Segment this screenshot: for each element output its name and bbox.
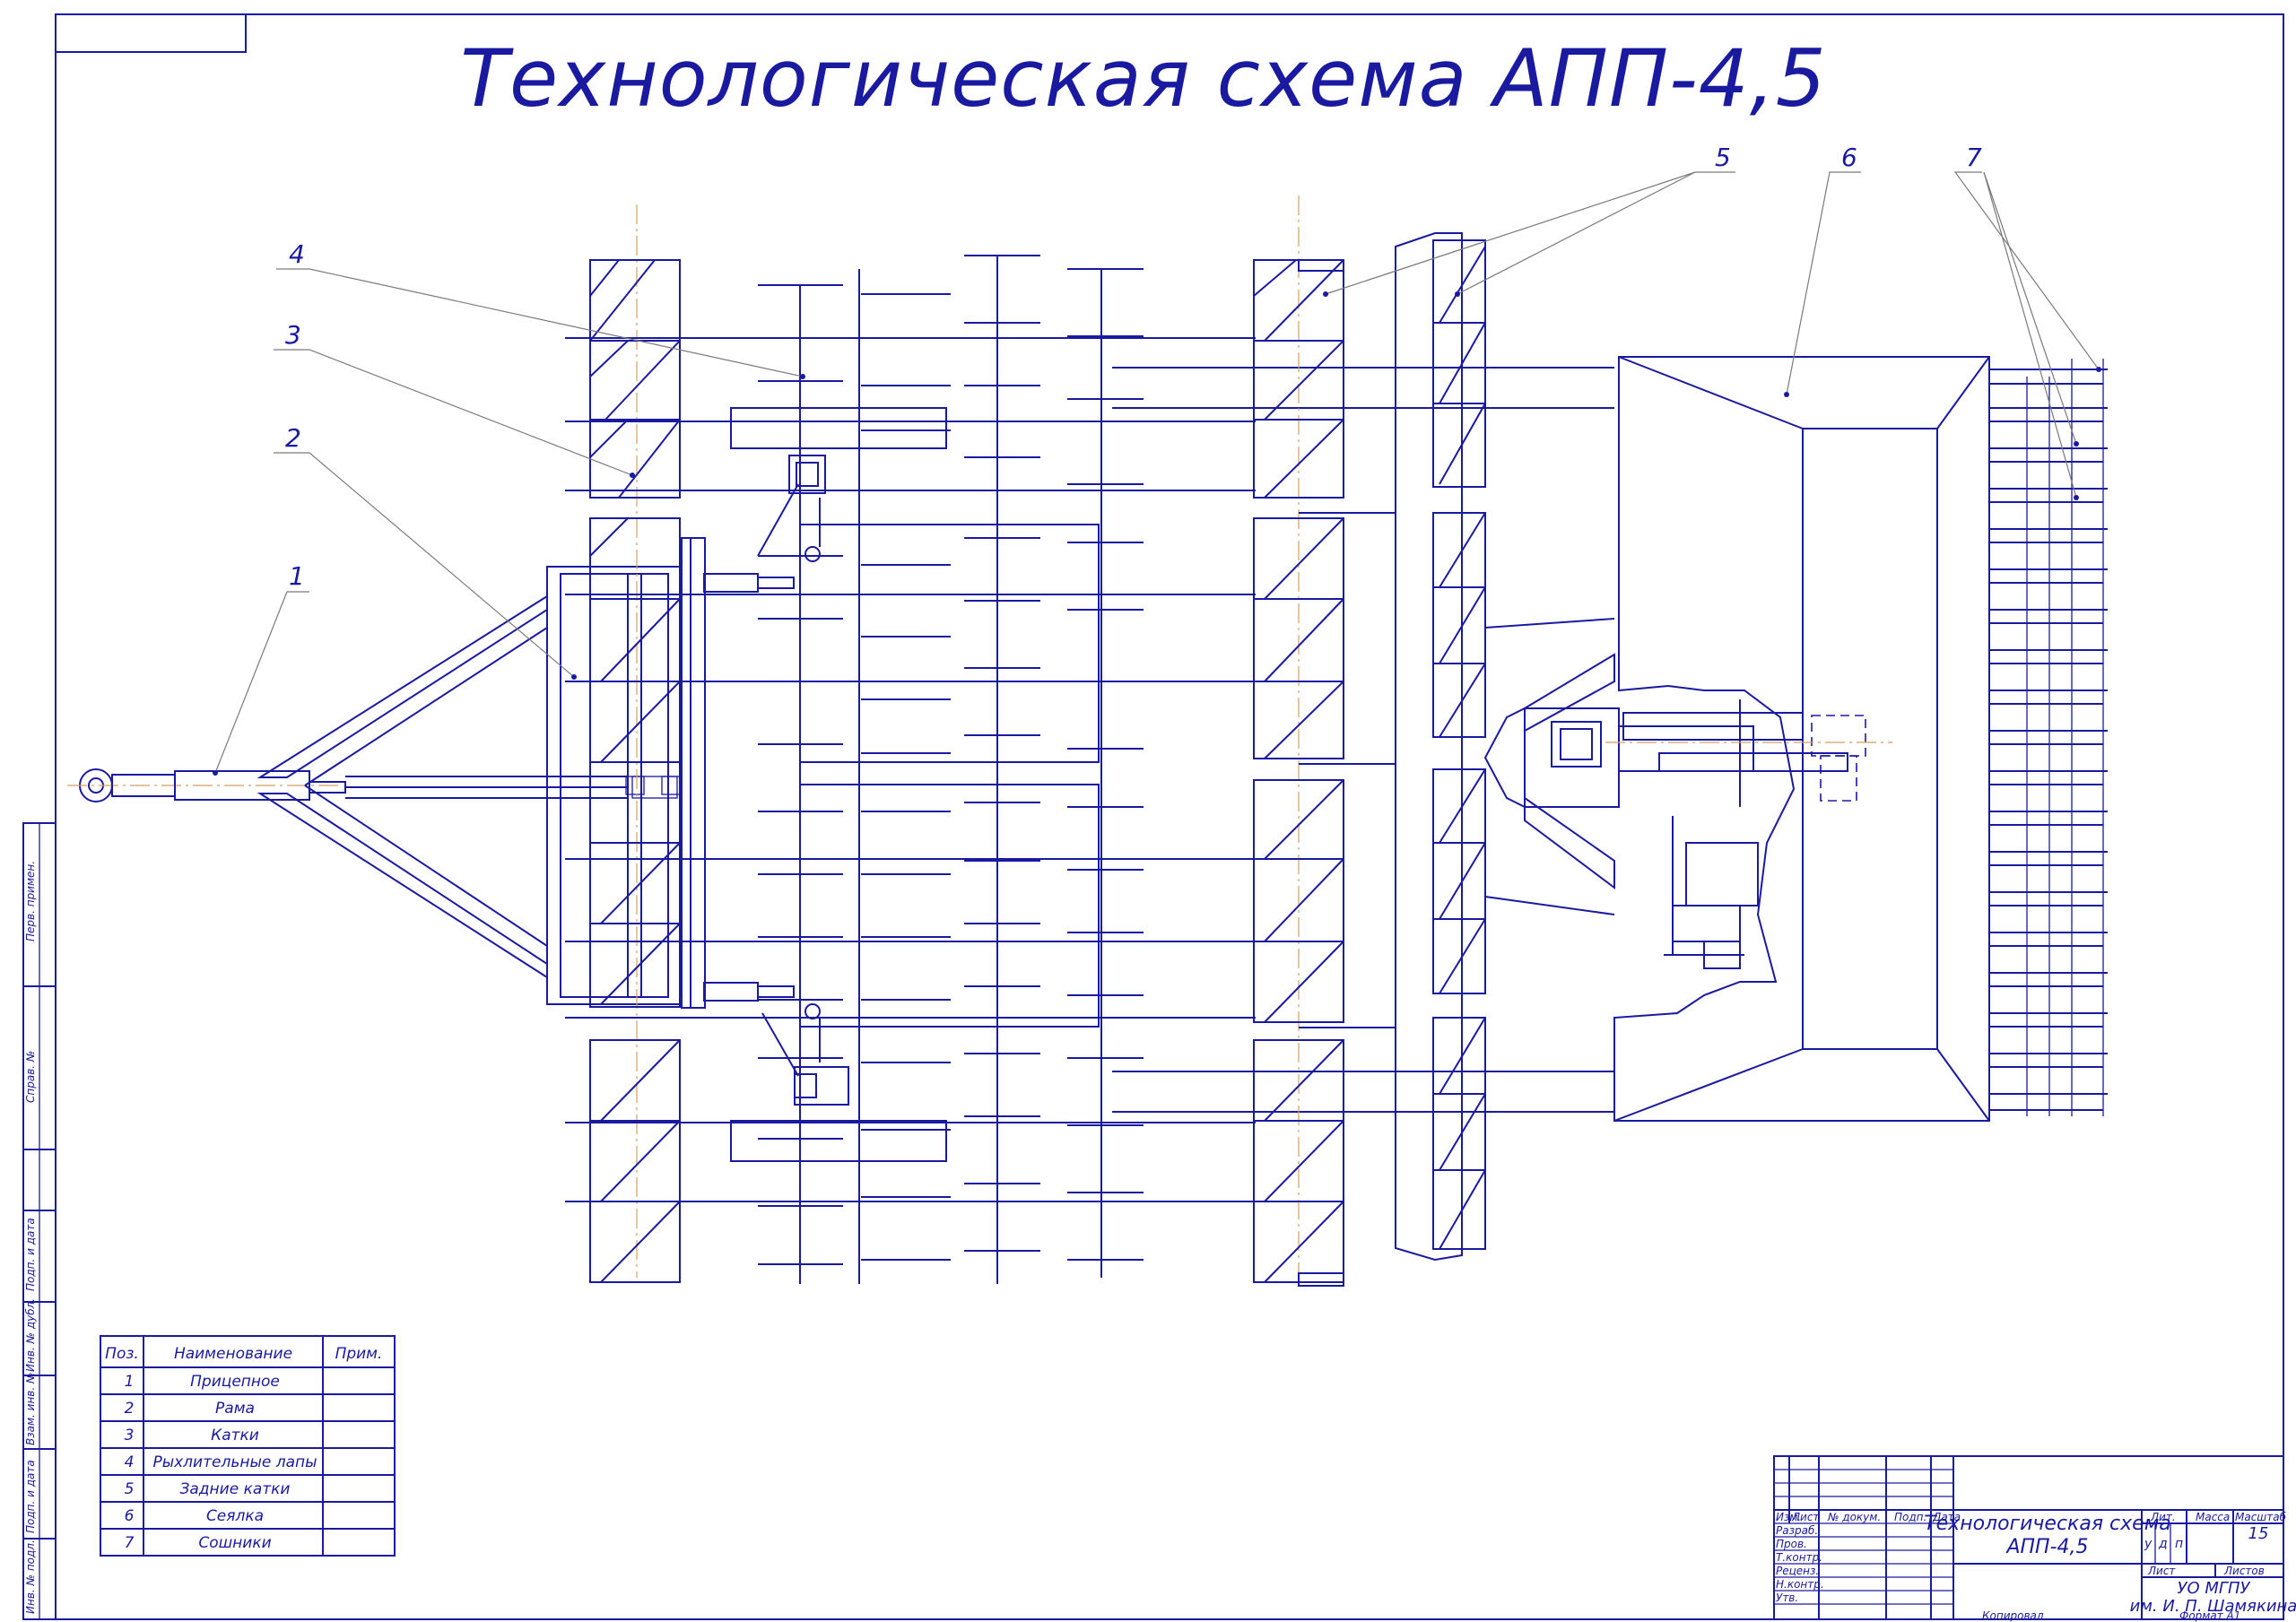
- tb-role: Пров.: [1776, 1538, 1807, 1550]
- title-block: Изм. Лист № докум. Подп. Дата Разраб. Пр…: [1773, 1455, 2296, 1620]
- tb-role: Разраб.: [1776, 1524, 1818, 1537]
- front-rollers: [589, 204, 681, 1283]
- tb-role: Н.контр.: [1776, 1578, 1824, 1591]
- callout-1: 1: [289, 561, 305, 591]
- tb-lit-letter: д: [2158, 1537, 2168, 1551]
- tb-sheets-label: Листов: [2223, 1565, 2265, 1577]
- machine-plan: 1 2 3 4 5 6 7: [67, 143, 2108, 1287]
- tb-header: Изм.: [1776, 1511, 1801, 1523]
- seeder-drive: [1483, 618, 1892, 969]
- spec-row-name: Сошники: [198, 1534, 271, 1552]
- cultivator-tines: [730, 255, 1144, 1284]
- spec-row-name: Катки: [211, 1427, 259, 1444]
- spec-header-name: Наименование: [174, 1345, 292, 1363]
- spec-row-pos: 4: [125, 1453, 135, 1471]
- frame-beams: [565, 337, 1614, 1202]
- spec-row-pos: 2: [125, 1400, 135, 1418]
- tb-mass-label: Масса: [2196, 1511, 2230, 1523]
- coulters: [1988, 357, 2108, 1121]
- spec-row-pos: 1: [125, 1373, 135, 1391]
- spec-row-name: Сеялка: [206, 1507, 264, 1525]
- tb-scale-value: 15: [2248, 1524, 2269, 1543]
- callout-5: 5: [1715, 143, 1731, 172]
- callout-2: 2: [285, 423, 301, 453]
- tb-role: Утв.: [1776, 1592, 1798, 1604]
- spec-row-name: Прицепное: [190, 1373, 280, 1391]
- tb-org-line1: УО МГПУ: [2178, 1579, 2251, 1598]
- tb-org-line2: им. И. П. Шамякина: [2130, 1597, 2296, 1616]
- tb-doc-title: Технологическая схема: [1924, 1513, 2171, 1535]
- tb-format: Формат А1: [2179, 1609, 2240, 1622]
- tb-lit-letter: п: [2175, 1537, 2183, 1551]
- hitch-drawbar: [67, 768, 678, 802]
- tb-lit-label: Лит.: [2150, 1511, 2176, 1523]
- stamp-label: Справ. №: [24, 1051, 37, 1103]
- tb-role: Т.контр.: [1776, 1551, 1822, 1564]
- seeder-hopper: [1613, 356, 1990, 1122]
- stamp-label: Перв. примен.: [24, 861, 37, 941]
- callout-3: 3: [285, 320, 301, 350]
- tb-copied: Копировал: [1982, 1609, 2044, 1622]
- tb-header: № докум.: [1827, 1511, 1881, 1523]
- stamp-label: Подп. и дата: [24, 1218, 37, 1291]
- drawing-title: Технологическая схема АПП-4,5: [460, 32, 1827, 125]
- tb-scale-label: Масштаб: [2235, 1511, 2287, 1523]
- spec-row-name: Задние катки: [179, 1480, 290, 1498]
- tb-role: Реценз.: [1776, 1565, 1819, 1577]
- spec-table: Поз. Наименование Прим. 1 Прицепное 2 Ра…: [100, 1335, 396, 1557]
- tb-header: Лист: [1791, 1511, 1820, 1523]
- side-stamp: Перв. примен. Справ. № Подп. и дата Инв.…: [22, 822, 57, 1620]
- callout-7: 7: [1966, 143, 1982, 172]
- leader-lines: [214, 171, 2100, 774]
- spec-row-pos: 5: [125, 1480, 135, 1498]
- spec-row-name: Рама: [215, 1400, 255, 1418]
- leader-dots: [213, 291, 2101, 776]
- stamp-label: Подп. и дата: [24, 1460, 37, 1533]
- tb-sheet-label: Лист: [2147, 1565, 2176, 1577]
- middle-rollers: [1253, 195, 1396, 1287]
- main-frame: [546, 537, 706, 1009]
- hydraulic-cylinders: [703, 455, 849, 1106]
- spec-header-pos: Поз.: [105, 1345, 139, 1363]
- spec-row-name: Рыхлительные лапы: [152, 1453, 317, 1471]
- tb-lit-letter: у: [2144, 1537, 2152, 1551]
- callout-6: 6: [1841, 143, 1857, 172]
- spec-row-pos: 3: [125, 1427, 135, 1444]
- rear-rollers: [1395, 232, 1486, 1262]
- callout-4: 4: [289, 239, 305, 269]
- tb-header: Дата: [1932, 1511, 1961, 1523]
- stamp-label: Инв. № дубл.: [24, 1298, 37, 1372]
- spec-row-pos: 7: [125, 1534, 135, 1552]
- stamp-label: Взам. инв. №: [24, 1373, 37, 1445]
- drawing-frame: [55, 13, 2284, 1620]
- spec-row-pos: 6: [125, 1507, 135, 1525]
- stamp-label: Инв. № подл.: [24, 1540, 37, 1614]
- tb-doc-title: АПП-4,5: [2005, 1536, 2088, 1558]
- tb-header: Подп.: [1894, 1511, 1926, 1523]
- spec-header-note: Прим.: [335, 1345, 383, 1363]
